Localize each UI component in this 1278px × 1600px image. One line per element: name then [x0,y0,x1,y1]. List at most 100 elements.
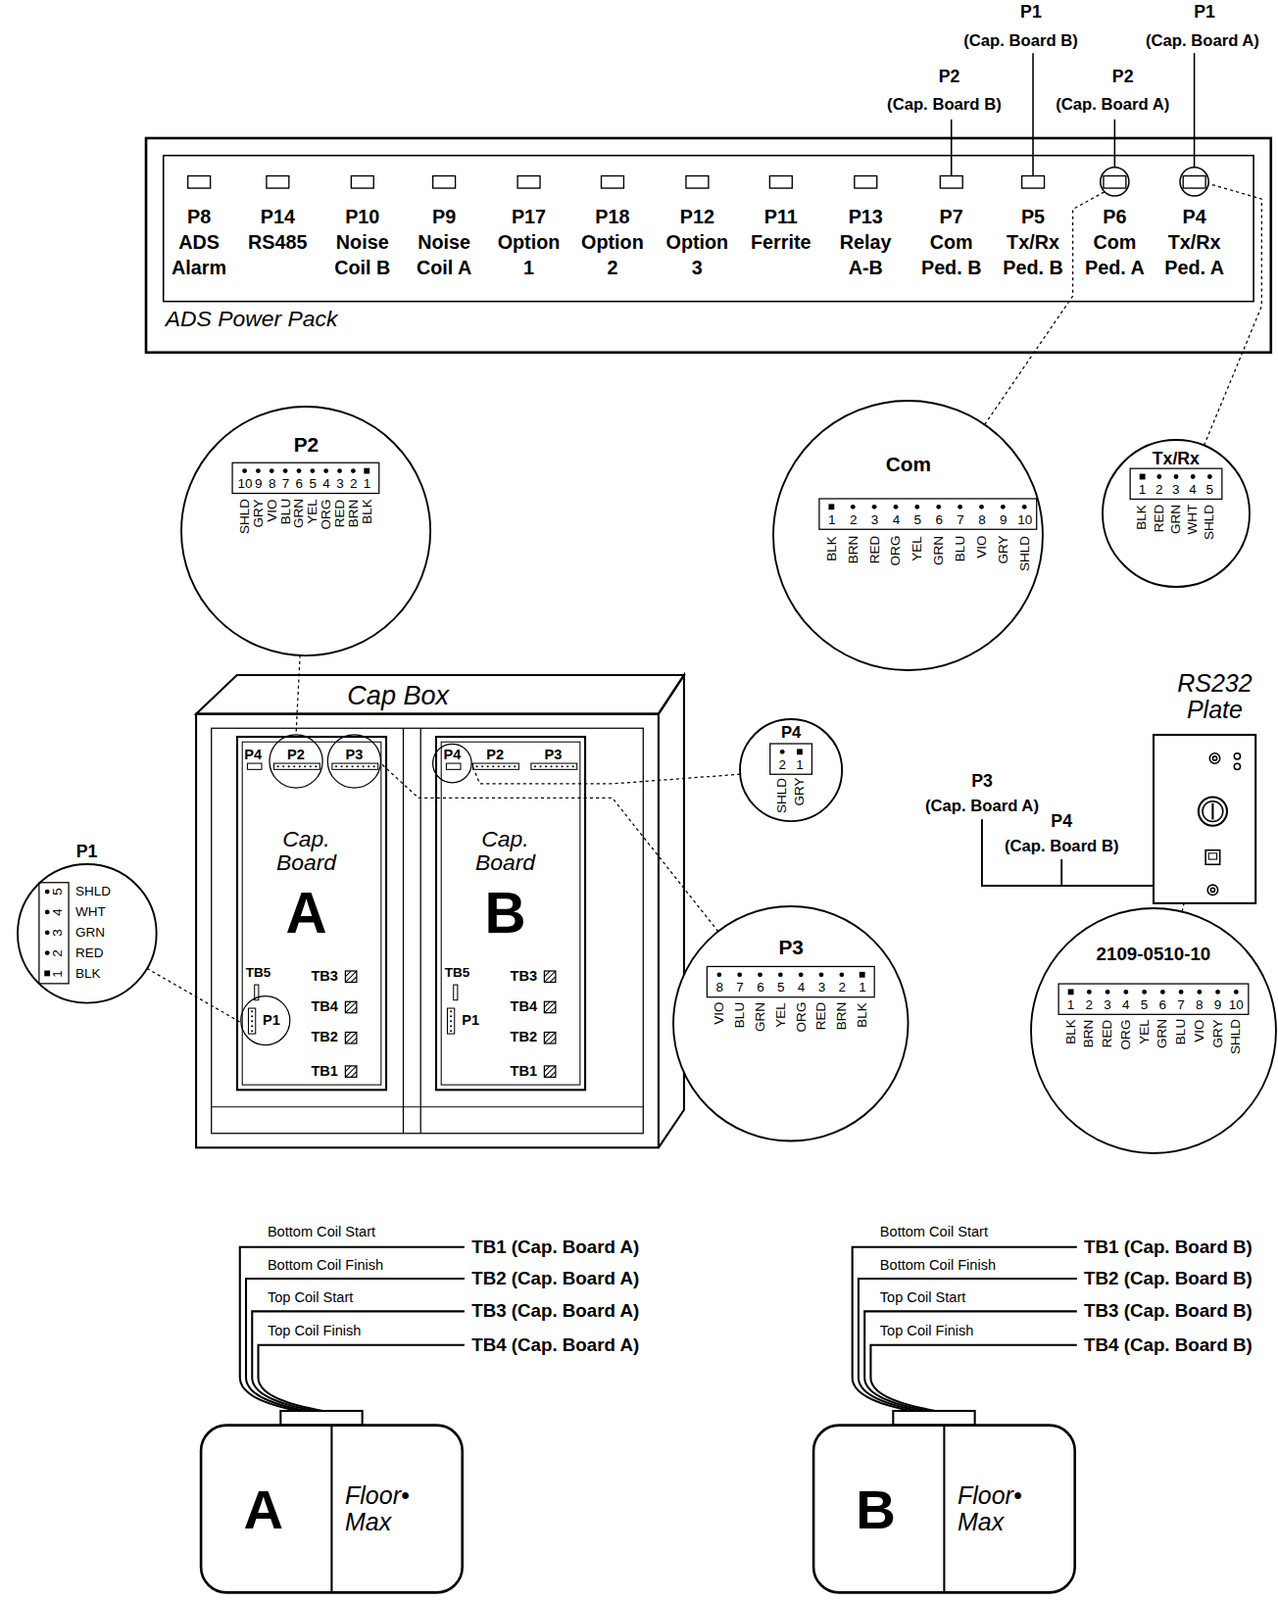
wire-color: GRY [251,498,266,528]
pin-dot [449,1025,452,1028]
coil-wire [258,1345,465,1413]
wire-color: WHT [1185,504,1200,536]
pin-number: 1 [828,513,836,528]
panel-connector [769,175,792,188]
jumper-tb5 [452,984,457,1001]
floor-max-antenna: BFloor• Max [811,1411,1078,1595]
board-callout: (Cap. Board B) [886,97,1002,115]
board-inner-outline [242,741,382,1085]
board-callout: (Cap. Board B) [963,32,1079,50]
wire-color: YEL [774,1002,788,1029]
connector-name: P2 [486,747,504,763]
terminal-hatch [543,971,550,978]
node-outline-group [237,737,387,1090]
pin-dot [45,889,50,895]
pin-dot [486,765,489,768]
panel-connector-label: P5 [1021,205,1045,227]
panel-connector-label: 2 [606,256,618,278]
pin-dot [45,950,50,956]
pin-dot [314,765,317,768]
box-side-face [658,675,685,1148]
terminal-hatch [543,1032,550,1038]
pin-dot [350,468,356,474]
pin-dot [839,972,845,978]
pin-number: 6 [1159,998,1168,1013]
coil-wire [864,1311,1078,1412]
pin-1-square [859,972,866,979]
pin-dot [915,504,921,510]
pin-dot [250,1025,253,1028]
terminal-block [344,1032,356,1043]
terminal-hatch [549,1072,556,1079]
pin-number: 4 [1122,998,1131,1013]
pin-dot [282,765,285,768]
cap-board: P4P2P3Cap. BoardATB5P1TB3TB4TB2TB1 [237,737,387,1090]
panel-connector [939,175,963,188]
panel-connector-label: P13 [848,205,884,227]
panel-connector-label: Option [497,231,561,252]
panel-connector [600,175,624,188]
pin-dot [819,972,825,978]
pin-number: 7 [1177,998,1185,1013]
pin-number: 6 [295,477,304,492]
connector-name: P2 [287,747,305,763]
panel-connector [266,175,290,188]
wire-color: WHT [75,905,106,920]
terminal-name: TB2 [510,1031,539,1046]
terminal-hatch [543,1001,555,1013]
node-outline-group [196,675,685,1148]
pin-dot [1207,474,1213,480]
wire-color: GRN [75,926,105,940]
leader-line [1193,52,1196,168]
cable-line [1060,859,1063,886]
pin-number: 4 [797,981,806,995]
connector-strip [246,763,262,770]
panel-connector-label: P11 [764,205,798,227]
leader-line [984,192,1105,426]
connector-name: P4 [442,747,461,763]
panel-connector-label: Option [666,231,730,252]
terminal-name: TB3 [510,969,539,984]
pin-number: 9 [1214,998,1223,1013]
pin-dot [717,972,723,978]
box-inner-frame [211,729,644,1134]
connector-callout: P1 [1020,2,1042,22]
wire-color: ORG [793,1002,808,1033]
pin-dot [539,765,541,768]
key-slot [1211,803,1214,821]
pin-dot [250,1015,253,1018]
pin-dot [449,1030,452,1033]
panel-connector-label: Tx/Rx [1168,231,1222,252]
pin-number: 2 [837,981,846,995]
terminal-hatch [543,1066,550,1073]
connector-p1 [247,1008,255,1034]
connector-callout: P4 [1050,812,1073,832]
node-outline-group [1031,908,1277,1154]
detail-circle [739,719,842,822]
pin-dot [481,765,484,768]
highlight-circle [241,996,291,1046]
pedestal-divider [942,1425,945,1594]
node-outline [194,673,687,1150]
panel-connector [517,175,541,188]
wire-color: BRN [846,536,861,565]
terminal-block [543,1032,555,1043]
wire-color: BRN [1081,1020,1096,1049]
connector-title: 2109-0510-10 [1096,944,1212,965]
terminal-name: TB5 [444,965,471,980]
node-outline [811,1411,1078,1595]
pin-dot [1022,504,1028,510]
highlight-circle [1100,167,1130,197]
panel-connector-label: Relay [839,231,892,252]
wire-color: YEL [910,536,925,562]
box-divider [419,729,421,1134]
pin-dot [1160,989,1166,995]
pin-dot [45,910,50,916]
box-top-face [196,675,685,715]
leader-line [380,763,718,933]
connector-p1 [446,1008,454,1034]
leader-line [1181,903,1184,913]
panel-connector [1182,175,1206,188]
pin-dot [544,765,547,768]
